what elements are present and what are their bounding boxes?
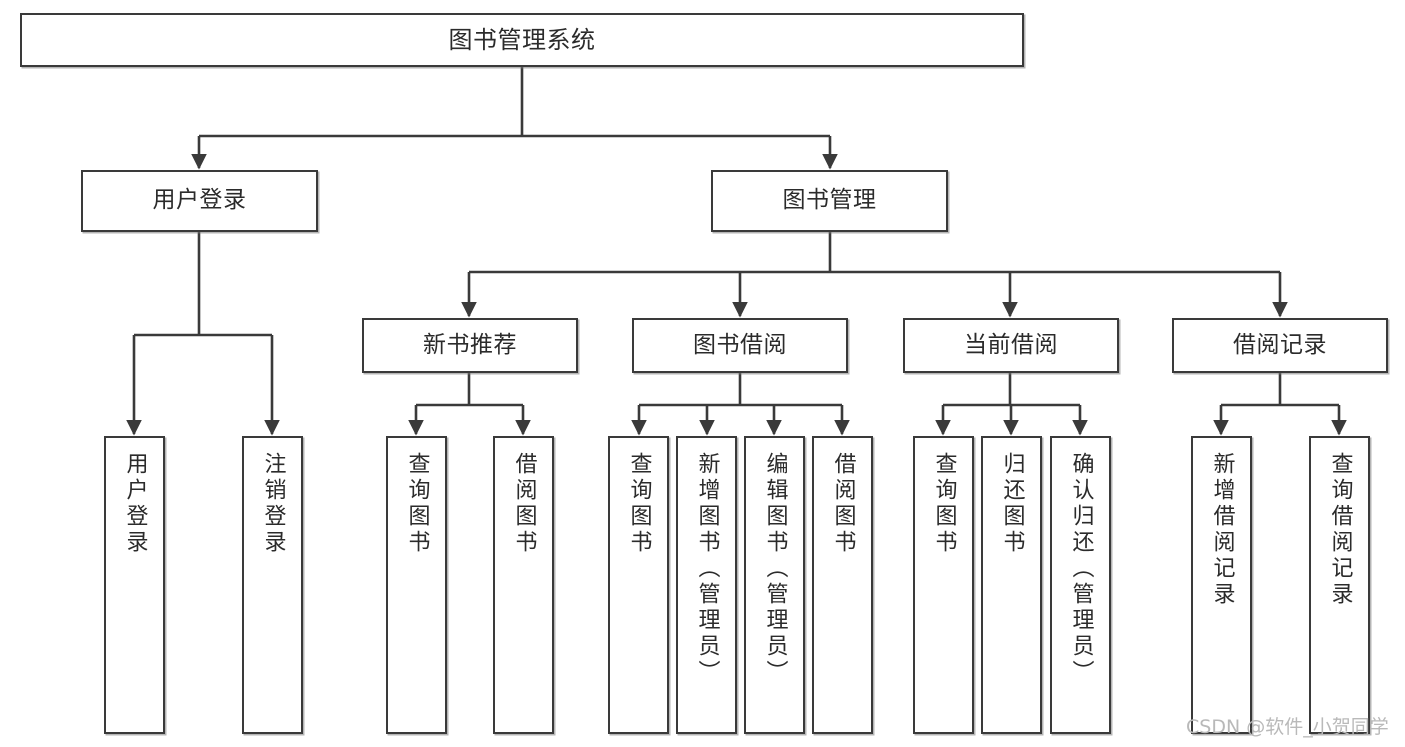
node-label: 图书管理系统 xyxy=(448,25,596,54)
watermark: CSDN @软件_小贺同学 xyxy=(1186,716,1389,738)
node-leaf-query-book-3[interactable]: 查询图书 xyxy=(913,436,974,734)
node-label: 注销登录 xyxy=(260,452,286,556)
node-leaf-logout[interactable]: 注销登录 xyxy=(242,436,303,734)
node-leaf-return-book[interactable]: 归还图书 xyxy=(981,436,1042,734)
node-book-management[interactable]: 图书管理 xyxy=(711,170,948,232)
node-label: 查询图书 xyxy=(626,452,652,556)
node-book-borrow[interactable]: 图书借阅 xyxy=(632,318,848,373)
node-label: 确认归还（管理员） xyxy=(1068,452,1094,686)
node-label: 新增图书（管理员） xyxy=(694,452,720,686)
node-label: 借阅记录 xyxy=(1233,331,1327,358)
node-label: 用户登录 xyxy=(122,452,148,556)
node-leaf-query-book-2[interactable]: 查询图书 xyxy=(608,436,669,734)
node-label: 借阅图书 xyxy=(511,452,537,556)
node-label: 归还图书 xyxy=(999,452,1025,556)
node-leaf-add-book[interactable]: 新增图书（管理员） xyxy=(676,436,737,734)
node-label: 用户登录 xyxy=(152,187,247,214)
node-leaf-edit-book[interactable]: 编辑图书（管理员） xyxy=(744,436,805,734)
node-label: 新增借阅记录 xyxy=(1209,452,1235,608)
node-label: 图书管理 xyxy=(782,187,877,214)
node-root-book-management-system[interactable]: 图书管理系统 xyxy=(20,13,1024,67)
node-leaf-confirm-return[interactable]: 确认归还（管理员） xyxy=(1050,436,1111,734)
node-leaf-add-record[interactable]: 新增借阅记录 xyxy=(1191,436,1252,734)
node-label: 当前借阅 xyxy=(964,331,1058,358)
node-leaf-query-book-1[interactable]: 查询图书 xyxy=(386,436,447,734)
node-label: 编辑图书（管理员） xyxy=(762,452,788,686)
node-leaf-query-record[interactable]: 查询借阅记录 xyxy=(1309,436,1370,734)
node-label: 查询图书 xyxy=(931,452,957,556)
node-new-book-recommend[interactable]: 新书推荐 xyxy=(362,318,578,373)
node-leaf-borrow-book-2[interactable]: 借阅图书 xyxy=(812,436,873,734)
node-current-borrow[interactable]: 当前借阅 xyxy=(903,318,1119,373)
node-label: 查询图书 xyxy=(404,452,430,556)
node-user-login[interactable]: 用户登录 xyxy=(81,170,318,232)
node-leaf-user-login[interactable]: 用户登录 xyxy=(104,436,165,734)
node-label: 查询借阅记录 xyxy=(1327,452,1353,608)
node-leaf-borrow-book-1[interactable]: 借阅图书 xyxy=(493,436,554,734)
node-borrow-record[interactable]: 借阅记录 xyxy=(1172,318,1388,373)
node-label: 新书推荐 xyxy=(423,331,517,358)
node-label: 借阅图书 xyxy=(830,452,856,556)
node-label: 图书借阅 xyxy=(693,331,787,358)
